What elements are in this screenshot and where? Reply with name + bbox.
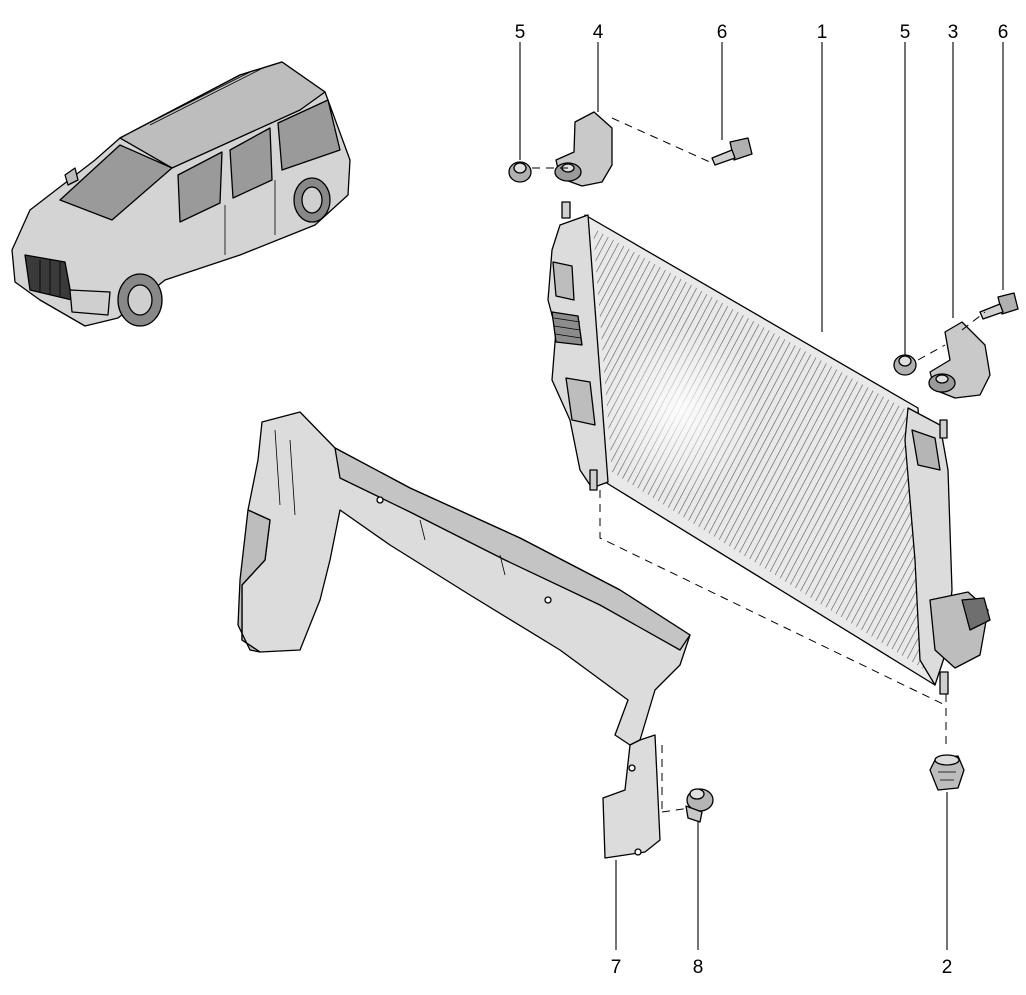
label-radiator: 1 [817, 22, 828, 43]
label-right-bracket: 3 [948, 22, 959, 43]
label-nut-left: 5 [515, 22, 526, 43]
clip [685, 788, 714, 823]
part-labels: 5 4 6 1 5 3 6 2 7 8 [515, 22, 1009, 978]
label-air-deflector: 7 [611, 957, 622, 978]
leader-lines [519, 42, 1004, 950]
right-bracket [928, 321, 991, 399]
vehicle-thumbnail [11, 61, 351, 327]
left-bracket [554, 111, 613, 187]
label-bolt-left: 6 [717, 22, 728, 43]
label-bolt-right: 6 [998, 22, 1009, 43]
label-left-bracket: 4 [593, 22, 604, 43]
lower-mount [929, 754, 965, 791]
bolt-right [979, 292, 1019, 320]
label-nut-right: 5 [900, 22, 911, 43]
label-clip: 8 [693, 957, 704, 978]
nut-left [508, 161, 532, 183]
air-deflector [237, 411, 691, 859]
radiator [547, 201, 991, 695]
nut-right [893, 354, 917, 376]
label-lower-mount: 2 [942, 957, 953, 978]
bolt-left [711, 137, 753, 166]
assembly-lines [532, 117, 986, 813]
